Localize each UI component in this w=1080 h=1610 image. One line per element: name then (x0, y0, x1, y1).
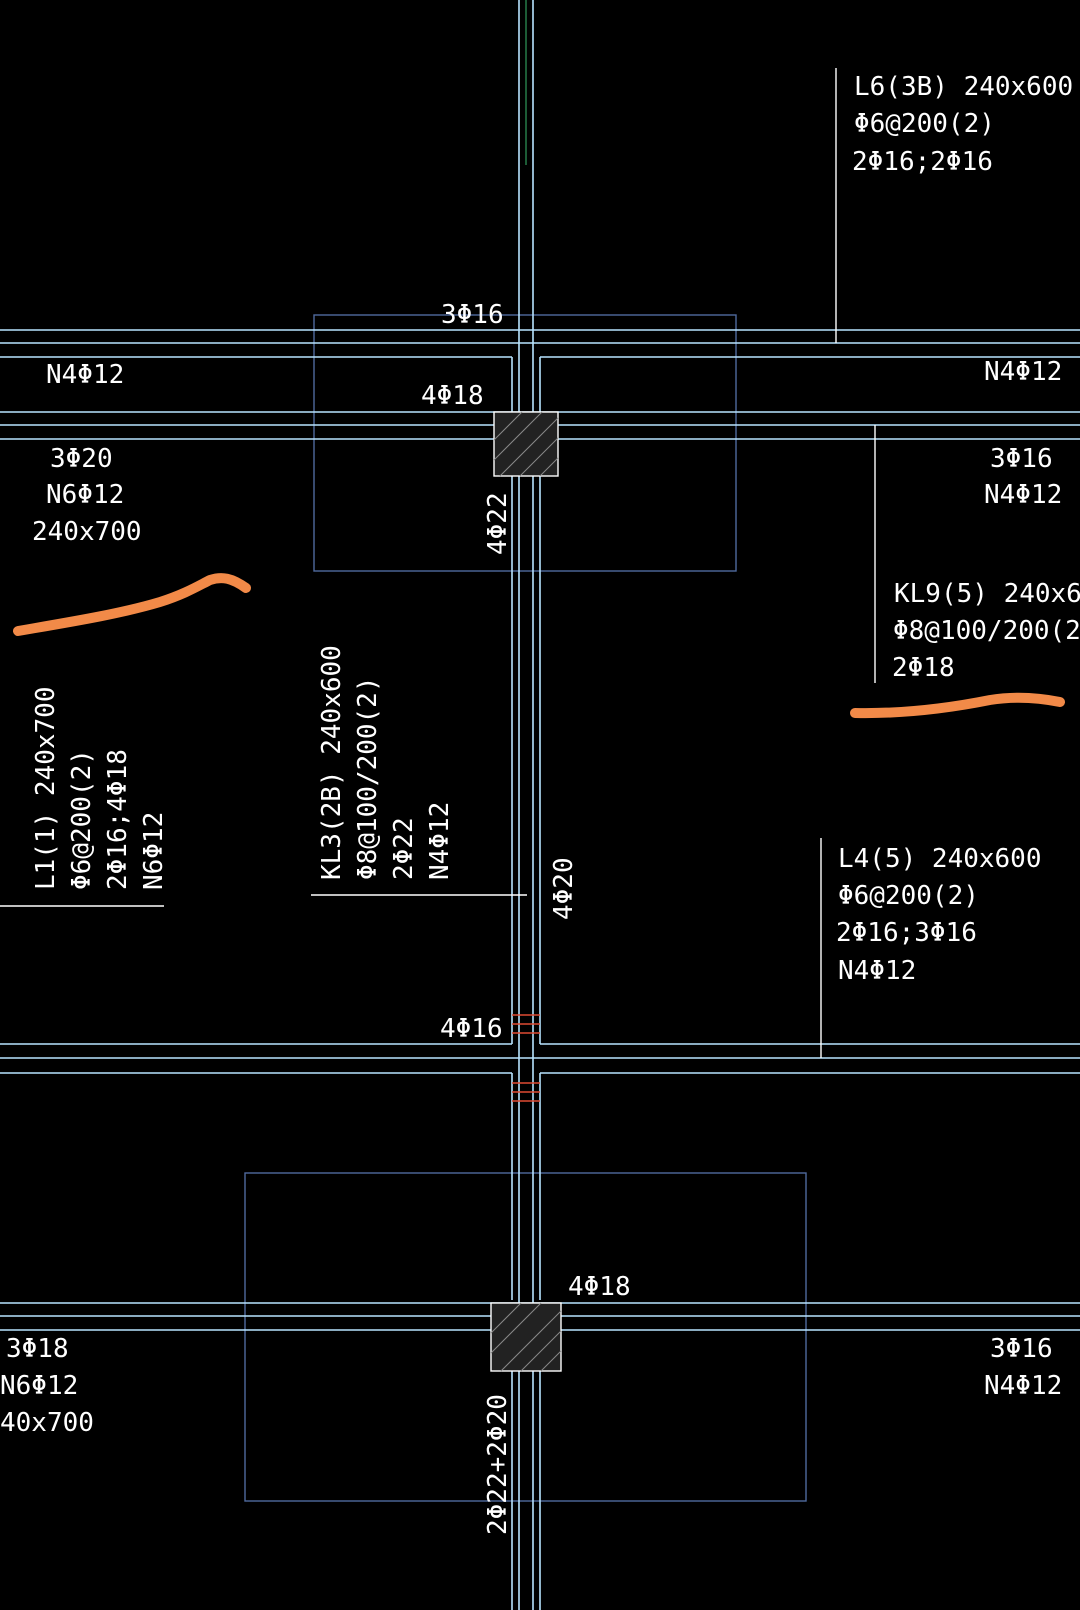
label-kl9-name: KL9(5) 240x600 (894, 579, 1080, 609)
label-l1-bars: 2Φ16;4Φ18 (103, 749, 133, 890)
beam-middle-horizontal (0, 1043, 1080, 1074)
pile-cap-top (313, 314, 737, 572)
label-l1-name: L1(1) 240x700 (31, 687, 61, 891)
label-l4-stirrup: Φ6@200(2) (838, 881, 979, 911)
label-right-n4: N4Φ12 (984, 480, 1062, 510)
label-kl3-stirrup: Φ8@100/200(2) (353, 677, 383, 881)
highlight-mark-right (850, 692, 1065, 719)
highlight-mark-left (13, 573, 251, 636)
label-bottom-left-40x700: 40x700 (0, 1408, 94, 1438)
label-bottom-right-n4: N4Φ12 (984, 1371, 1062, 1401)
label-right-3phi16: 3Φ16 (990, 444, 1053, 474)
label-kl3-n4: N4Φ12 (425, 802, 455, 880)
label-top-right-n4: N4Φ12 (984, 357, 1062, 387)
label-l6-stirrup: Φ6@200(2) (854, 109, 995, 139)
label-bottom-left-n6: N6Φ12 (0, 1371, 78, 1401)
label-mid-4phi16: 4Φ16 (440, 1014, 503, 1044)
label-left-3phi20: 3Φ20 (50, 444, 113, 474)
label-l4-name: L4(5) 240x600 (838, 844, 1042, 874)
label-center-4phi18: 4Φ18 (421, 381, 484, 411)
label-top-left-n4: N4Φ12 (46, 360, 124, 390)
label-l1-n6: N6Φ12 (139, 812, 169, 890)
label-kl9-bars: 2Φ18 (892, 653, 955, 683)
label-l6-bars: 2Φ16;2Φ16 (852, 147, 993, 177)
label-l4-n4: N4Φ12 (838, 956, 916, 986)
label-kl3-name: KL3(2B) 240x600 (317, 645, 347, 880)
label-l4-bars: 2Φ16;3Φ16 (836, 918, 977, 948)
label-kl3-bars: 2Φ22 (389, 817, 419, 880)
label-l6-name: L6(3B) 240x600 (854, 72, 1073, 102)
label-kl9-stirrup: Φ8@100/200(2) (893, 616, 1080, 646)
label-top-3phi16: 3Φ16 (441, 300, 504, 330)
label-left-240x700: 240x700 (32, 517, 142, 547)
pile-cap-bottom (244, 1172, 807, 1502)
label-col-4phi22: 4Φ22 (483, 492, 513, 555)
break-ticks (512, 1014, 540, 1102)
column-top (493, 411, 559, 477)
column-bottom (490, 1302, 562, 1372)
label-col-bottom: 2Φ22+2Φ20 (483, 1394, 513, 1535)
label-bottom-4phi18: 4Φ18 (568, 1272, 631, 1302)
label-left-n6: N6Φ12 (46, 480, 124, 510)
label-bottom-right-3phi16: 3Φ16 (990, 1334, 1053, 1364)
label-col-4phi20: 4Φ20 (549, 857, 579, 920)
label-bottom-left-3phi18: 3Φ18 (6, 1334, 69, 1364)
label-l1-stirrup: Φ6@200(2) (67, 749, 97, 890)
